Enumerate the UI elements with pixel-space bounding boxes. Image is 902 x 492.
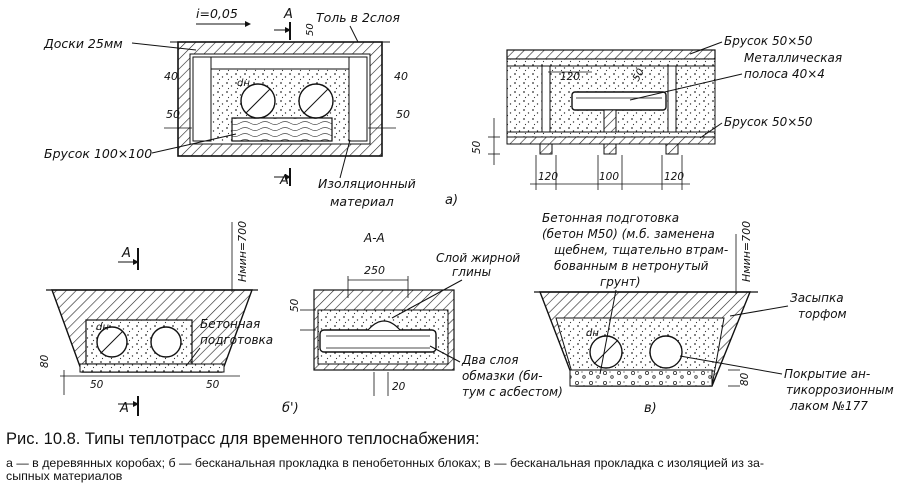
dim-right-40: 40 (394, 70, 408, 83)
dim-50-b-right: 50 (206, 379, 220, 391)
dim-50-aa: 50 (289, 298, 301, 312)
dim-top-50: 50 (305, 23, 316, 36)
dim-left-50: 50 (166, 108, 180, 121)
prep-label-4: бованным в нетронутый (554, 259, 709, 273)
coating-label-1: Два слоя (461, 353, 518, 367)
prep-label-2: (бетон М50) (м.б. заменена (542, 227, 715, 241)
dim-left-40: 40 (164, 70, 178, 83)
dim-250: 250 (364, 264, 385, 277)
section-a-longitudinal-annotations: Брусок 50×50 Металлическая полоса 40×4 Б… (471, 34, 842, 183)
slope-label: i=0,05 (196, 6, 238, 21)
section-aa-title: А-А (363, 231, 385, 245)
section-b-blocks (46, 222, 258, 395)
section-aa-annotations: А-А 250 50 Слой жирной глины Два слоя об… (289, 231, 563, 399)
section-a-annotations: i=0,05 Доски 25мм А Толь в 2слоя 50 40 4… (43, 6, 458, 209)
insulation-label-1: Изоляционный (318, 176, 416, 191)
pipe-dn-v: dн (586, 328, 599, 339)
anti-label-2: тикоррозионным (786, 383, 894, 397)
cut-mark-top: А (283, 7, 293, 22)
hmin-label-b: Hмин=700 (236, 221, 249, 282)
dim-120-top: 120 (560, 71, 580, 83)
pipe-diameter-label: dн (237, 78, 250, 89)
prep-label-3: щебнем, тщательно втрам- (554, 243, 728, 257)
grease-label-2: глины (452, 265, 491, 279)
prep-label-5: грунт) (600, 275, 641, 289)
dim-50-b-left: 50 (90, 379, 104, 391)
peat-label-1: Засыпка (790, 291, 844, 305)
peat-label-2: торфом (798, 307, 847, 321)
figure-caption-title: Рис. 10.8. Типы теплотрасс для временног… (6, 430, 480, 448)
cut-mark-b-top: А (121, 246, 131, 261)
hmin-label-v: Hмин=700 (740, 221, 753, 282)
figure-caption-legend: а — в деревянных коробах; б — бесканальн… (6, 457, 896, 483)
section-aa (300, 276, 455, 396)
insulation-label-2: материал (330, 194, 394, 209)
concrete-label-1: Бетонная (200, 317, 260, 331)
dim-100-center: 100 (599, 171, 619, 183)
anti-label-1: Покрытие ан- (784, 367, 870, 381)
strip-label-1: Металлическая (744, 51, 842, 65)
figure-diagram: i=0,05 Доски 25мм А Толь в 2слоя 50 40 4… (39, 6, 894, 416)
section-a-box (170, 41, 390, 157)
bar50-top-label: Брусок 50×50 (724, 34, 813, 48)
prep-label-1: Бетонная подготовка (542, 211, 679, 225)
dim-50-side: 50 (471, 140, 483, 154)
section-a-longitudinal (488, 49, 716, 190)
beam100-label: Брусок 100×100 (44, 146, 152, 161)
caption-line-1: а — в деревянных коробах; б — бесканальн… (6, 456, 765, 470)
subfigure-b-label: б') (282, 401, 299, 416)
subfigure-v-label: в) (644, 401, 657, 416)
section-v-backfill (534, 234, 758, 387)
section-b-annotations: А Hмин=700 dн Бетонная подготовка 80 50 … (39, 221, 299, 416)
caption-line-2: сыпных материалов (6, 469, 123, 483)
grease-label-1: Слой жирной (436, 251, 520, 265)
section-v-annotations: Бетонная подготовка (бетон М50) (м.б. за… (542, 211, 894, 416)
anti-label-3: лаком №177 (789, 399, 868, 413)
boards-label: Доски 25мм (43, 36, 123, 51)
concrete-label-2: подготовка (200, 333, 273, 347)
dim-right-50: 50 (396, 108, 410, 121)
cut-mark-b-bottom: А (119, 401, 129, 416)
dim-80-b: 80 (39, 354, 51, 368)
dim-120-right: 120 (664, 171, 684, 183)
dim-80-v: 80 (739, 372, 751, 386)
subfigure-a-label: a) (445, 193, 458, 208)
pipe-dn-b: dн (96, 322, 109, 333)
bar50-bottom-label: Брусок 50×50 (724, 115, 813, 129)
strip-label-2: полоса 40×4 (744, 67, 825, 81)
dim-120-left: 120 (538, 171, 558, 183)
coating-label-3: тум с асбестом) (462, 385, 563, 399)
coating-label-2: обмазки (би- (462, 369, 543, 383)
dim-20: 20 (392, 381, 406, 393)
roofing-label: Толь в 2слоя (316, 10, 400, 25)
cut-mark-bottom: А (279, 173, 289, 188)
